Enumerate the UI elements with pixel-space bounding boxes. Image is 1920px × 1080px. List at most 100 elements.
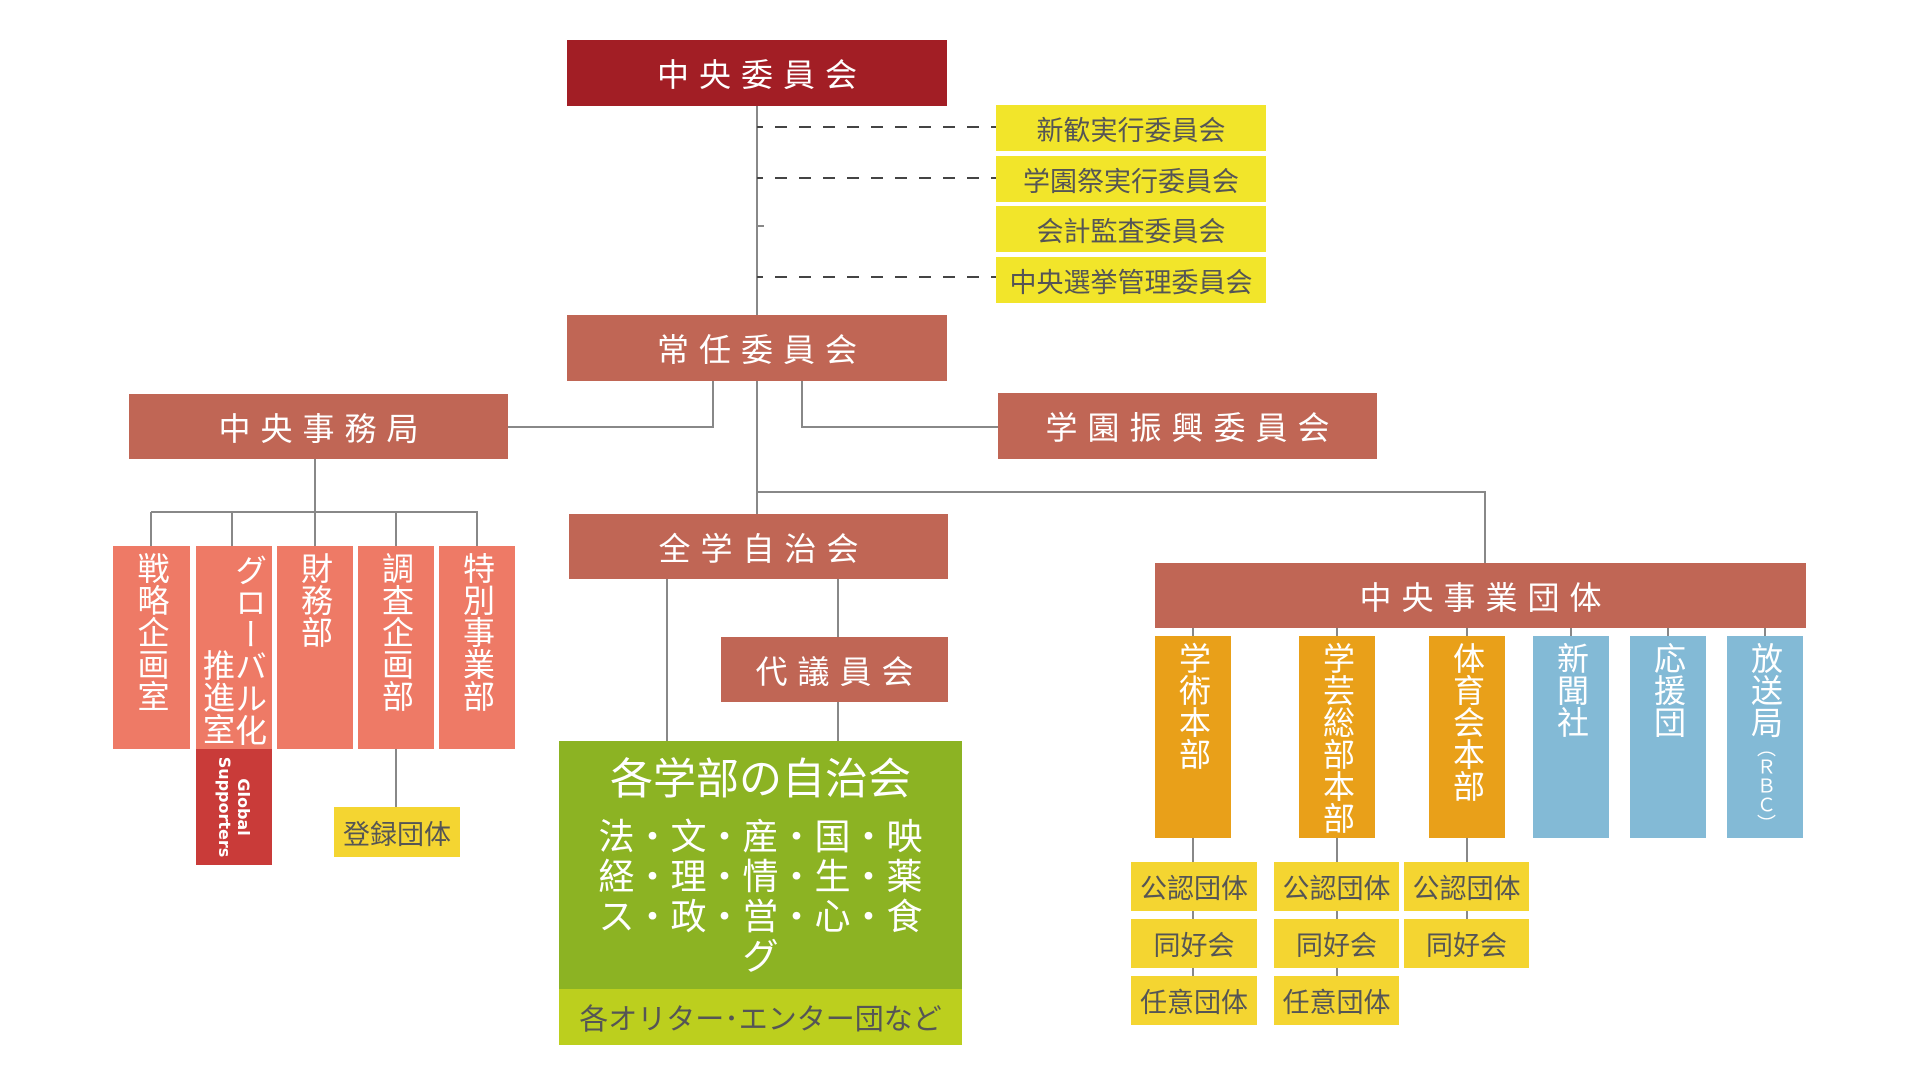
connector-line <box>837 702 839 741</box>
secretariat-label: 中央事務局 <box>218 409 429 448</box>
department-label-line2: 推進室 <box>198 649 236 745</box>
connector-tick <box>1570 628 1572 636</box>
connector-tick <box>1466 628 1468 636</box>
central-committee-label: 中央委員会 <box>656 56 867 94</box>
faculty-councils-footer: 各オリター･エンター団など <box>559 989 962 1045</box>
business-groups-label: 中央事業団体 <box>1359 578 1612 617</box>
club-category-label: 公認団体 <box>1412 874 1521 905</box>
department-label-line1: グローバル化 <box>230 554 268 746</box>
connector-tick <box>1336 628 1338 636</box>
connector-line <box>1484 492 1486 563</box>
connector-line <box>508 426 714 428</box>
registered-groups-label: 登録団体 <box>343 819 451 851</box>
dashed-connector <box>763 177 996 179</box>
unit-label: 新聞社 <box>1552 642 1590 738</box>
club-category-label: 同好会 <box>1426 931 1507 962</box>
global-supporters-line2: Supporters <box>215 756 234 858</box>
unit-box-media: 応援団 <box>1630 636 1706 838</box>
connector-tick <box>1192 628 1194 636</box>
connector-tick <box>757 177 763 179</box>
club-category-label: 任意団体 <box>1282 988 1391 1019</box>
unit-box-media: 新聞社 <box>1533 636 1609 838</box>
club-category-label: 同好会 <box>1296 931 1377 962</box>
special-committee-box: 中央選挙管理委員会 <box>996 257 1266 303</box>
club-category-box: 同好会 <box>1404 919 1529 968</box>
special-committee-label: 中央選挙管理委員会 <box>1009 267 1253 299</box>
department-label: 財務部 <box>296 552 334 648</box>
unit-box-headquarters: 学術本部 <box>1155 636 1231 838</box>
connector-tick <box>1667 628 1669 636</box>
special-committee-label: 新歓実行委員会 <box>1036 115 1226 147</box>
faculty-footer-label: 各オリター･エンター団など <box>579 1002 942 1036</box>
department-box: 特別事業部 <box>439 546 515 749</box>
faculty-councils-box: 各学部の自治会 法・文・産・国・映 経・理・情・生・薬 ス・政・営・心・食 グ … <box>559 741 962 1045</box>
unit-label: 応援団 <box>1649 642 1687 738</box>
unit-label-suffix: （ＲＢＣ） <box>1754 738 1776 833</box>
connector-line <box>476 512 478 546</box>
faculty-list: 法・文・産・国・映 経・理・情・生・薬 ス・政・営・心・食 グ <box>559 818 962 978</box>
special-committee-box: 会計監査委員会 <box>996 206 1266 252</box>
club-category-label: 公認団体 <box>1140 874 1248 905</box>
special-committee-box: 学園祭実行委員会 <box>996 156 1266 202</box>
department-box: 財務部 <box>277 546 353 749</box>
faculty-row: グ <box>742 937 779 978</box>
faculty-row: 経・理・情・生・薬 <box>598 857 923 898</box>
special-committee-label: 会計監査委員会 <box>1036 216 1226 248</box>
dashed-connector <box>763 126 996 128</box>
connector-line <box>395 749 397 807</box>
department-label: 特別事業部 <box>458 552 496 712</box>
connector-line <box>801 381 803 428</box>
connector-tick <box>757 276 763 278</box>
club-category-box: 任意団体 <box>1131 976 1257 1025</box>
secretariat-box: 中央事務局 <box>129 394 508 459</box>
business-groups-box: 中央事業団体 <box>1155 563 1806 628</box>
connector-line <box>837 579 839 637</box>
connector-line <box>712 381 714 428</box>
faculty-row: 法・文・産・国・映 <box>598 817 923 858</box>
unit-box-media: 放送局（ＲＢＣ） <box>1727 636 1803 838</box>
faculty-councils-panel: 各学部の自治会 法・文・産・国・映 経・理・情・生・薬 ス・政・営・心・食 グ <box>559 741 962 989</box>
special-committee-box: 新歓実行委員会 <box>996 105 1266 151</box>
connector-line <box>314 459 316 513</box>
unit-label: 学術本部 <box>1174 642 1212 770</box>
connector-line <box>150 512 152 546</box>
connector-line <box>314 512 316 546</box>
connector-line <box>757 491 1486 493</box>
faculty-row: ス・政・営・心・食 <box>598 897 923 938</box>
department-label: 戦略企画室 <box>132 552 171 712</box>
connector-line <box>802 426 998 428</box>
connector-line <box>666 579 668 741</box>
council-box: 代議員会 <box>721 637 948 702</box>
promotion-committee-label: 学園振興委員会 <box>1045 409 1340 447</box>
connector-line <box>231 512 233 546</box>
club-category-box: 公認団体 <box>1274 862 1399 911</box>
club-category-box: 任意団体 <box>1274 976 1399 1025</box>
club-category-box: 同好会 <box>1131 919 1257 968</box>
dashed-connector <box>763 276 996 278</box>
faculty-councils-title: 各学部の自治会 <box>610 755 911 805</box>
unit-label: 放送局（ＲＢＣ） <box>1746 642 1784 833</box>
global-supporters-line1: Global <box>234 778 253 836</box>
unit-box-headquarters: 学芸総部本部 <box>1299 636 1375 838</box>
standing-committee-box: 常任委員会 <box>567 315 947 381</box>
student-government-label: 全学自治会 <box>658 529 869 568</box>
connector-tick <box>757 126 763 128</box>
central-committee-box: 中央委員会 <box>567 40 947 106</box>
unit-label: 学芸総部本部 <box>1318 642 1356 834</box>
promotion-committee-box: 学園振興委員会 <box>998 393 1377 459</box>
department-box-global: グローバル化 推進室 <box>196 546 272 749</box>
registered-groups-box: 登録団体 <box>334 807 460 857</box>
connector-line <box>756 381 758 514</box>
club-category-label: 公認団体 <box>1282 874 1391 905</box>
department-box: 戦略企画室 <box>113 546 190 749</box>
connector-tick <box>757 225 764 227</box>
special-committee-label: 学園祭実行委員会 <box>1023 166 1239 198</box>
unit-label: 体育会本部 <box>1448 642 1486 802</box>
council-label: 代議員会 <box>755 652 924 691</box>
unit-box-headquarters: 体育会本部 <box>1429 636 1505 838</box>
department-label: 調査企画部 <box>377 552 415 712</box>
unit-label-main: 放送局 <box>1746 642 1784 738</box>
global-supporters-box: Global Supporters <box>196 749 272 865</box>
connector-line <box>395 512 397 546</box>
